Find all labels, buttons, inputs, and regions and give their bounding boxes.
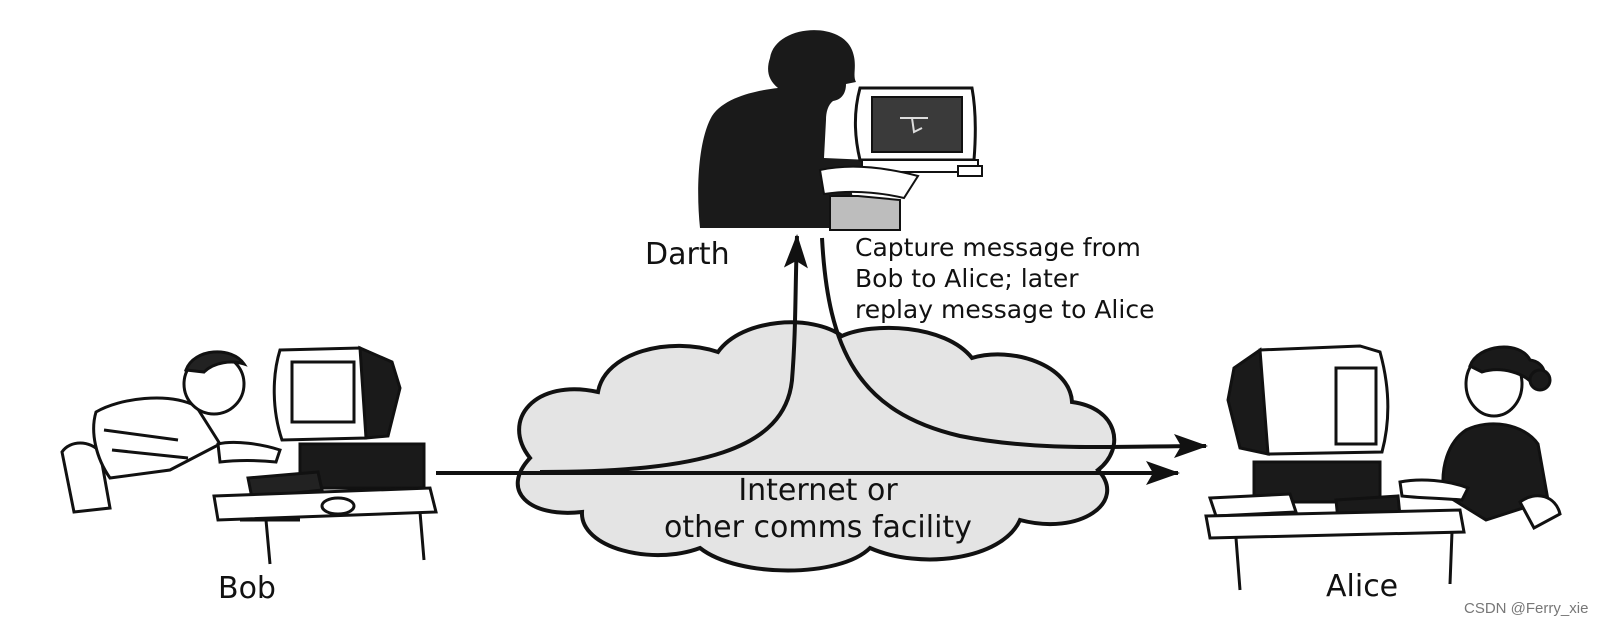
watermark: CSDN @Ferry_xie bbox=[1464, 600, 1589, 617]
network-label: Internet or other comms facility bbox=[608, 472, 1028, 546]
annotation-line-1: Capture message from bbox=[855, 233, 1141, 262]
darth-label: Darth bbox=[645, 237, 730, 272]
bob-figure-icon bbox=[60, 345, 438, 565]
network-label-line-1: Internet or bbox=[738, 473, 898, 508]
alice-label: Alice bbox=[1326, 569, 1399, 604]
replay-arrow bbox=[820, 237, 1208, 459]
darth-figure-icon bbox=[698, 30, 983, 231]
annotation-line-2: Bob to Alice; later bbox=[855, 264, 1079, 293]
attack-annotation: Capture message from Bob to Alice; later… bbox=[855, 232, 1235, 325]
network-cloud bbox=[515, 320, 1117, 573]
annotation-line-3: replay message to Alice bbox=[855, 295, 1155, 324]
capture-arrow bbox=[539, 234, 808, 474]
alice-figure-icon bbox=[1204, 344, 1562, 591]
network-label-line-2: other comms facility bbox=[664, 510, 972, 545]
bob-label: Bob bbox=[218, 571, 276, 606]
